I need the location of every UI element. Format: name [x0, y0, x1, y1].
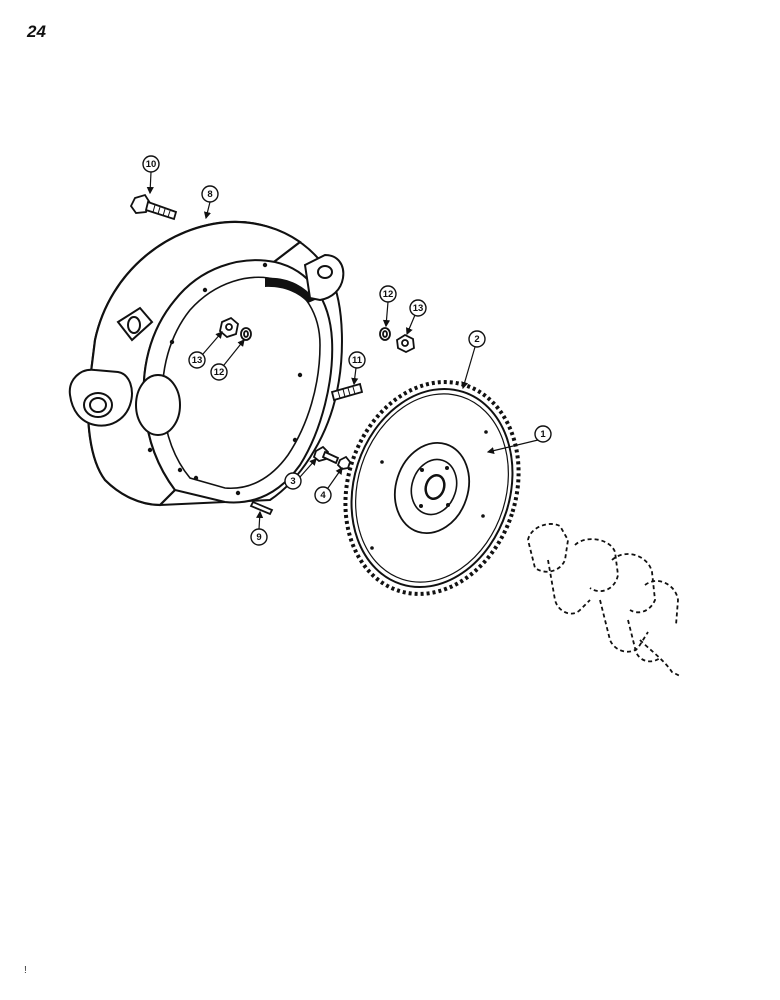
callout-number: 13 — [413, 303, 424, 314]
corner-mark: ! — [24, 965, 27, 976]
callout-nut: 4 — [314, 467, 343, 504]
callout-cap-screw: 10 — [142, 155, 160, 195]
callout-nut: 13 — [406, 299, 427, 336]
callout-number: 2 — [474, 334, 479, 345]
callout-flywheel-bolt: 3 — [284, 458, 317, 490]
callout-lock-washer: 12 — [210, 339, 245, 381]
callout-bubble — [468, 330, 486, 348]
callout-nut: 13 — [188, 331, 223, 369]
callout-bubble — [250, 528, 268, 546]
callout-number: 8 — [207, 189, 212, 200]
callout-ring-gear: 2 — [461, 330, 486, 390]
callout-number: 11 — [352, 355, 363, 366]
cap-screw — [129, 193, 178, 221]
callout-bubble — [314, 486, 332, 504]
callout-number: 3 — [290, 476, 295, 487]
flywheel-bolt — [312, 445, 340, 465]
callout-bubble — [348, 351, 366, 369]
callout-number: 12 — [383, 289, 394, 300]
callout-leader-line — [202, 331, 223, 355]
callout-leader-line — [406, 314, 416, 336]
callout-bubble — [210, 363, 228, 381]
callout-leader-line — [461, 346, 476, 390]
callout-stud: 11 — [348, 351, 366, 386]
callout-leader-line — [486, 439, 539, 455]
callout-bubble — [188, 351, 206, 369]
callout-leader-line — [299, 458, 317, 478]
callout-leader-line — [203, 201, 211, 220]
callout-number: 13 — [192, 355, 203, 366]
page-number: 24 — [27, 22, 46, 41]
callout-flywheel-housing: 8 — [201, 185, 219, 220]
callout-number: 10 — [146, 159, 157, 170]
dowel-pin — [249, 500, 274, 516]
callout-leader-line — [256, 510, 264, 530]
callout-leader-line — [146, 171, 154, 195]
callout-bubble — [142, 155, 160, 173]
small-nut — [336, 455, 352, 470]
crankshaft-phantom — [527, 523, 681, 677]
flywheel-housing — [68, 220, 345, 507]
callout-bubble — [534, 425, 552, 443]
housing-nut-and-washer — [219, 316, 252, 341]
callout-leader-line — [351, 367, 359, 386]
flywheel-with-ring-gear — [343, 380, 521, 596]
callout-bubble — [379, 285, 397, 303]
callout-bubble — [409, 299, 427, 317]
right-nut-and-washer — [379, 327, 415, 354]
callout-number: 4 — [320, 490, 326, 501]
callout-number: 12 — [214, 367, 225, 378]
callout-number: 9 — [256, 532, 261, 543]
callout-dowel-pin: 9 — [250, 510, 268, 546]
callout-lock-washer: 12 — [379, 285, 397, 328]
callout-bubble — [284, 472, 302, 490]
stud — [330, 382, 364, 402]
callout-number: 1 — [540, 429, 546, 440]
callout-leader-line — [327, 467, 343, 489]
callout-leader-line — [382, 301, 391, 328]
callout-bubble — [201, 185, 219, 203]
callout-flywheel: 1 — [486, 425, 552, 455]
callout-leader-line — [223, 339, 245, 366]
